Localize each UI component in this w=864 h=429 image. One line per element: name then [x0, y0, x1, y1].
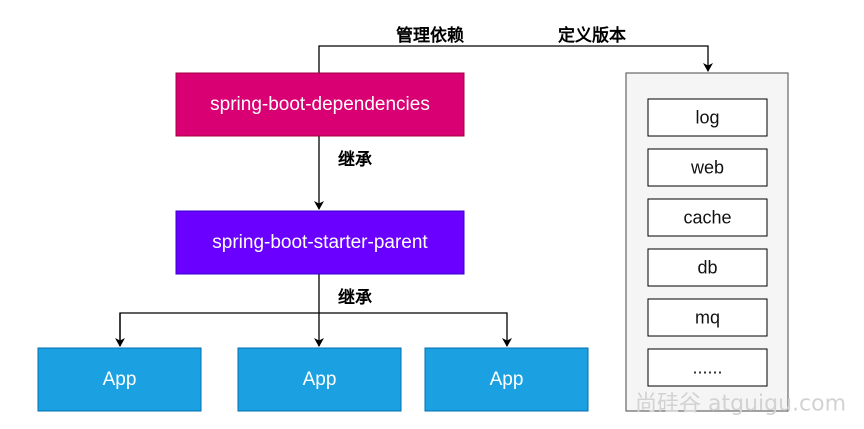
app-node-label: App — [103, 369, 137, 390]
version-item-label: web — [690, 158, 724, 178]
version-item: log — [647, 98, 768, 137]
version-item: mq — [647, 298, 768, 337]
define-versions-label: 定义版本 — [558, 25, 626, 46]
version-item: cache — [647, 198, 768, 237]
version-item: db — [647, 248, 768, 287]
version-item: web — [647, 148, 768, 187]
manage-versions-connector — [318, 45, 713, 73]
inherit-label-1: 继承 — [338, 149, 372, 170]
version-item: ...... — [647, 348, 768, 387]
starter-parent-node-label: spring-boot-starter-parent — [212, 232, 428, 253]
dependencies-node: spring-boot-dependencies — [175, 72, 465, 137]
version-item-label: db — [697, 258, 717, 278]
app-node: App — [237, 347, 402, 412]
watermark: 尚硅谷 atguigu.com — [635, 392, 846, 417]
version-item-label: ...... — [692, 358, 722, 378]
version-item-label: cache — [683, 208, 731, 228]
inherit-label-2: 继承 — [338, 287, 372, 308]
app-node: App — [424, 347, 589, 412]
version-item-label: log — [695, 108, 719, 128]
manage-dependencies-label: 管理依赖 — [396, 25, 464, 46]
starter-parent-node: spring-boot-starter-parent — [175, 210, 465, 275]
version-list-container: log web cache db mq ...... — [625, 72, 789, 412]
app-node-label: App — [303, 369, 337, 390]
app-node: App — [37, 347, 202, 412]
app-node-label: App — [490, 369, 524, 390]
version-item-label: mq — [695, 308, 720, 328]
app-branch-connector — [119, 312, 512, 347]
dependencies-node-label: spring-boot-dependencies — [210, 94, 430, 115]
